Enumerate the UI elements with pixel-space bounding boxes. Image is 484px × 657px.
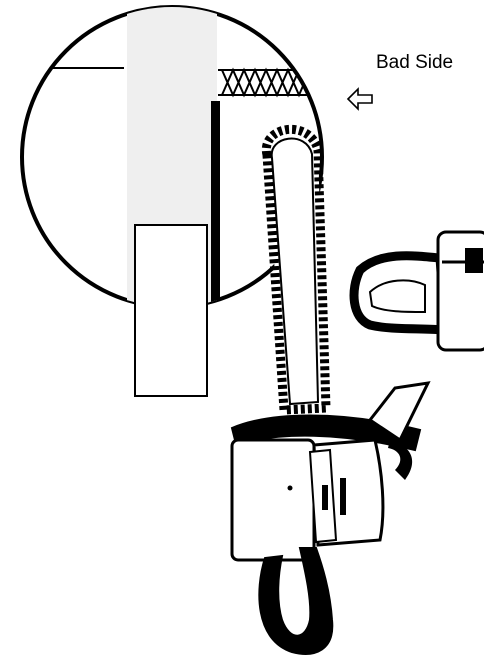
- magnified-inset: [20, 5, 324, 309]
- chainsaw-secondary: [349, 230, 484, 352]
- cut-edge-bar: [211, 101, 220, 307]
- left-outline-arrow-icon: [346, 87, 373, 111]
- post-block: [134, 224, 208, 397]
- bad-side-label: Bad Side: [376, 52, 454, 73]
- chainsaw-main-body: [230, 381, 431, 655]
- chainsaw-guide-bar: [261, 124, 331, 415]
